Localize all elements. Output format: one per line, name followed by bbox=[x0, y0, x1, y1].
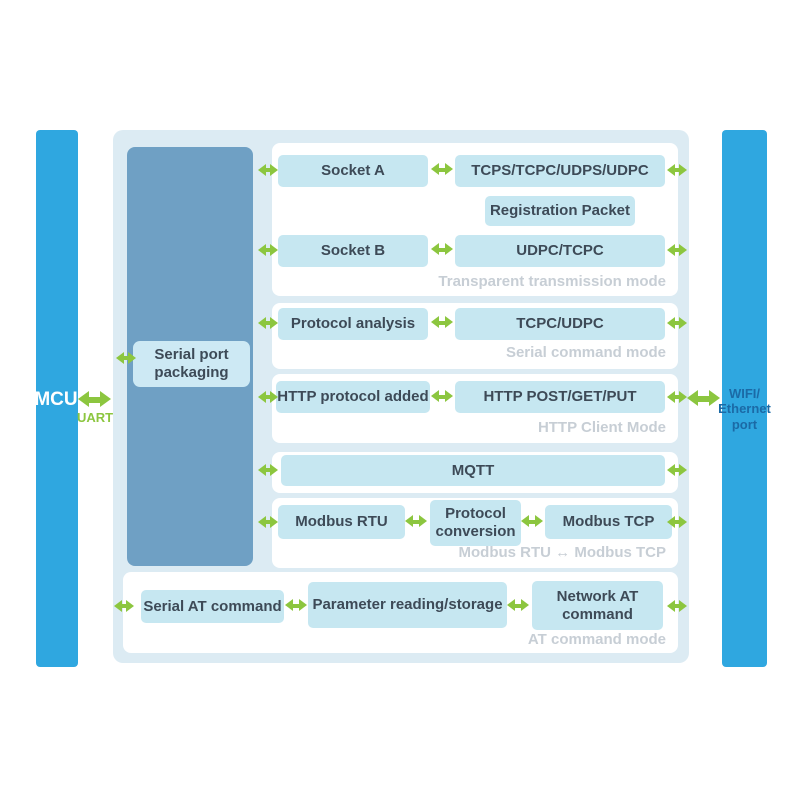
double-arrow-icon bbox=[116, 352, 136, 364]
double-arrow-icon bbox=[521, 515, 543, 528]
serial-at-command-box: Serial AT command bbox=[141, 590, 284, 623]
parameter-reading-storage-box: Parameter reading/storage bbox=[308, 582, 507, 628]
double-arrow-icon bbox=[667, 244, 687, 256]
wifi-ethernet-bar bbox=[722, 130, 767, 667]
uart-arrow-icon bbox=[78, 391, 111, 408]
double-arrow-icon bbox=[507, 599, 529, 612]
double-arrow-icon bbox=[667, 464, 687, 476]
double-arrow-icon bbox=[667, 391, 687, 403]
double-arrow-icon bbox=[667, 317, 687, 329]
modbus-tcp-box: Modbus TCP bbox=[545, 505, 672, 539]
http-client-mode-caption: HTTP Client Mode bbox=[537, 419, 666, 436]
transparent-mode-caption: Transparent transmission mode bbox=[438, 273, 666, 290]
wifi-ethernet-label: WIFI/ Ethernet port bbox=[718, 386, 771, 432]
socket-a-box: Socket A bbox=[278, 155, 428, 187]
double-arrow-icon bbox=[431, 316, 453, 329]
mcu-label: MCU bbox=[34, 389, 78, 410]
mqtt-box: MQTT bbox=[281, 455, 665, 486]
double-arrow-icon bbox=[431, 390, 453, 403]
protocol-conversion-box: Protocol conversion bbox=[430, 500, 521, 546]
network-at-command-box: Network AT command bbox=[532, 581, 663, 630]
protocol-analysis-box: Protocol analysis bbox=[278, 308, 428, 340]
http-post-get-put-box: HTTP POST/GET/PUT bbox=[455, 381, 665, 413]
double-arrow-icon bbox=[258, 244, 278, 256]
wifi-arrow-icon bbox=[687, 390, 720, 407]
mcu-bar bbox=[36, 130, 78, 667]
double-arrow-icon bbox=[667, 516, 687, 528]
serial-packaging-box: Serial port packaging bbox=[133, 341, 250, 387]
double-arrow-icon bbox=[258, 516, 278, 528]
registration-packet-box: Registration Packet bbox=[485, 196, 635, 226]
tcpc-udpc-box: TCPC/UDPC bbox=[455, 308, 665, 340]
double-arrow-icon bbox=[667, 164, 687, 176]
http-protocol-added-box: HTTP protocol added bbox=[276, 381, 430, 413]
double-arrow-icon bbox=[667, 600, 687, 612]
double-arrow-icon bbox=[258, 317, 278, 329]
double-arrow-icon bbox=[258, 164, 278, 176]
double-arrow-icon bbox=[258, 464, 278, 476]
modbus-mode-caption: Modbus RTU ↔ Modbus TCP bbox=[458, 544, 666, 561]
modbus-rtu-box: Modbus RTU bbox=[278, 505, 405, 539]
double-arrow-icon bbox=[431, 243, 453, 256]
double-arrow-icon bbox=[114, 600, 134, 612]
double-arrow-icon bbox=[258, 391, 278, 403]
uart-label: UART bbox=[76, 410, 114, 425]
double-arrow-icon bbox=[285, 599, 307, 612]
udpc-tcpc-box: UDPC/TCPC bbox=[455, 235, 665, 267]
tcps-tcpc-udps-udpc-box: TCPS/TCPC/UDPS/UDPC bbox=[455, 155, 665, 187]
socket-b-box: Socket B bbox=[278, 235, 428, 267]
double-arrow-icon bbox=[405, 515, 427, 528]
serial-command-mode-caption: Serial command mode bbox=[505, 344, 666, 361]
double-arrow-icon bbox=[431, 163, 453, 176]
at-command-mode-caption: AT command mode bbox=[527, 631, 666, 648]
